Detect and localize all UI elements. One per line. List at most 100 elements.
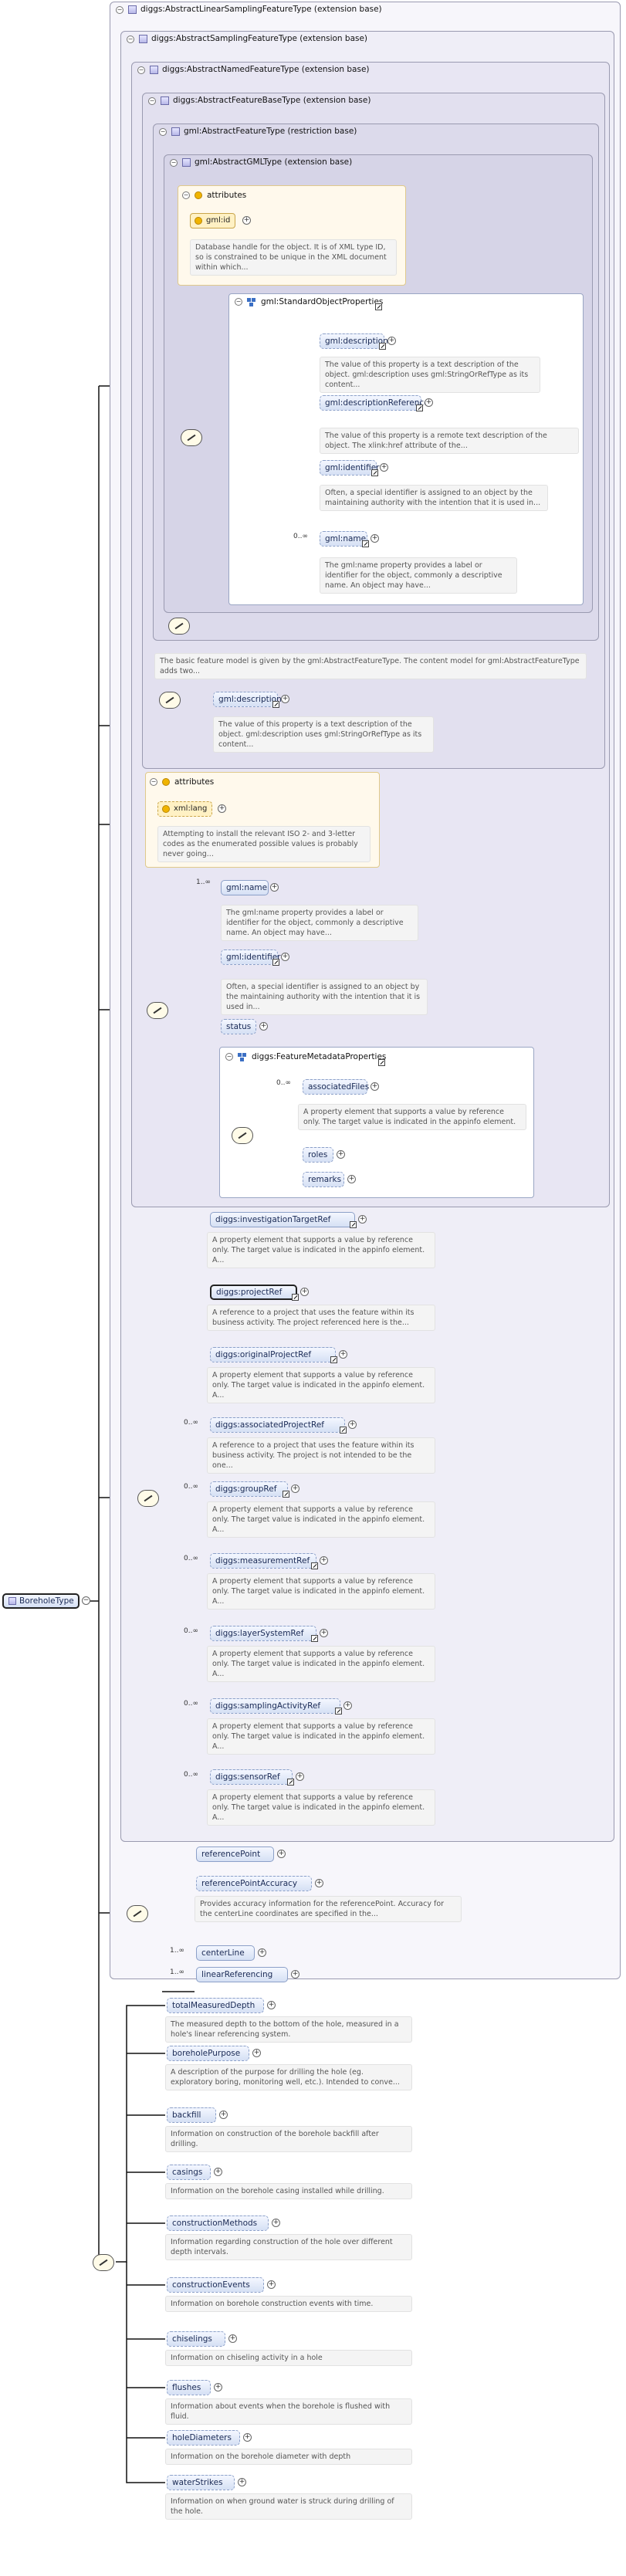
expand-icon[interactable]: + [371, 534, 379, 543]
reference-link-icon [379, 343, 386, 350]
attribute-label: gml:id [206, 216, 231, 225]
element-hole-diameters[interactable]: holeDiameters [167, 2430, 240, 2446]
element-group-ref[interactable]: diggs:groupRef [210, 1481, 288, 1497]
element-water-strikes[interactable]: waterStrikes [167, 2475, 235, 2490]
element-reference-point[interactable]: referencePoint [196, 1847, 274, 1862]
expand-icon[interactable]: + [258, 1948, 266, 1957]
element-total-measured-depth[interactable]: totalMeasuredDepth [167, 1998, 264, 2013]
expand-icon[interactable]: + [320, 1556, 328, 1565]
expand-icon[interactable]: + [242, 216, 251, 225]
attribute-gml-id[interactable]: gml:id [190, 213, 236, 228]
element-backfill[interactable]: backfill [167, 2107, 216, 2123]
element-status[interactable]: status [221, 1019, 256, 1034]
element-gml-description-reference[interactable]: gml:descriptionReference [320, 395, 429, 411]
sequence-compositor-icon[interactable] [137, 1490, 159, 1507]
sequence-compositor-icon[interactable] [147, 1002, 168, 1019]
expand-icon[interactable]: + [343, 1701, 352, 1710]
cardinality: 0..∞ [184, 1700, 198, 1708]
expand-icon[interactable]: + [259, 1022, 268, 1031]
expand-icon[interactable]: + [320, 1629, 328, 1637]
element-borehole-purpose[interactable]: boreholePurpose [167, 2046, 249, 2061]
element-measurement-ref[interactable]: diggs:measurementRef [210, 1553, 316, 1569]
collapse-icon[interactable]: − [170, 159, 178, 167]
sequence-compositor-icon[interactable] [168, 618, 190, 635]
element-project-ref[interactable]: diggs:projectRef [210, 1285, 297, 1300]
sequence-compositor-icon[interactable] [127, 1905, 148, 1922]
attribute-xml-lang[interactable]: xml:lang [157, 801, 213, 817]
root-element[interactable]: BoreholeType [2, 1593, 80, 1609]
element-gml-identifier[interactable]: gml:identifier [221, 949, 280, 965]
expand-icon[interactable]: + [228, 2334, 237, 2343]
reference-link-icon [287, 1779, 294, 1786]
expand-icon[interactable]: + [291, 1484, 299, 1493]
expand-icon[interactable]: + [252, 2049, 261, 2057]
reference-link-icon [416, 405, 423, 411]
element-sampling-activity-ref[interactable]: diggs:samplingActivityRef [210, 1698, 340, 1714]
expand-icon[interactable]: + [218, 804, 226, 813]
expand-icon[interactable]: + [348, 1420, 357, 1429]
expand-icon[interactable]: + [281, 695, 289, 703]
expand-icon[interactable]: + [267, 2001, 276, 2009]
expand-icon[interactable]: + [347, 1175, 356, 1183]
expand-icon[interactable]: + [425, 398, 433, 407]
sequence-compositor-icon[interactable] [159, 692, 181, 709]
collapse-icon[interactable]: − [182, 191, 190, 199]
expand-icon[interactable]: + [272, 2219, 280, 2227]
expand-icon[interactable]: + [214, 2383, 222, 2392]
expand-icon[interactable]: + [337, 1150, 345, 1159]
collapse-icon[interactable]: − [235, 298, 242, 306]
sequence-compositor-icon[interactable] [232, 1127, 253, 1144]
element-gml-name[interactable]: gml:name [320, 531, 367, 547]
collapse-icon[interactable]: − [127, 36, 134, 43]
element-associated-files[interactable]: associatedFiles [303, 1079, 369, 1095]
collapse-icon[interactable]: − [137, 66, 145, 74]
expand-icon[interactable]: − [82, 1596, 90, 1605]
collapse-icon[interactable]: − [225, 1053, 233, 1061]
element-casings[interactable]: casings [167, 2165, 211, 2180]
expand-icon[interactable]: + [219, 2111, 228, 2119]
element-associated-project-ref[interactable]: diggs:associatedProjectRef [210, 1417, 345, 1433]
expand-icon[interactable]: + [387, 337, 396, 345]
element-gml-description[interactable]: gml:description [213, 692, 282, 707]
expand-icon[interactable]: + [267, 2280, 276, 2289]
element-construction-methods[interactable]: constructionMethods [167, 2215, 269, 2231]
sequence-compositor-icon[interactable] [93, 2254, 114, 2271]
element-sensor-ref[interactable]: diggs:sensorRef [210, 1769, 293, 1785]
expand-icon[interactable]: + [296, 1772, 304, 1781]
expand-icon[interactable]: + [270, 883, 279, 892]
element-center-line[interactable]: centerLine [196, 1945, 255, 1961]
expand-icon[interactable]: + [243, 2433, 252, 2442]
expand-icon[interactable]: + [291, 1970, 299, 1979]
element-remarks[interactable]: remarks [303, 1172, 344, 1187]
expand-icon[interactable]: + [358, 1215, 367, 1224]
element-construction-events[interactable]: constructionEvents [167, 2277, 264, 2293]
element-linear-referencing[interactable]: linearReferencing [196, 1967, 288, 1982]
expand-icon[interactable]: + [214, 2168, 222, 2176]
element-gml-name[interactable]: gml:name [221, 880, 269, 895]
element-gml-description[interactable]: gml:description [320, 333, 388, 349]
expand-icon[interactable]: + [380, 463, 388, 472]
element-flushes[interactable]: flushes [167, 2380, 211, 2395]
collapse-icon[interactable]: − [150, 778, 157, 786]
element-gml-identifier[interactable]: gml:identifier [320, 460, 379, 476]
attribute-icon [195, 191, 202, 199]
expand-icon[interactable]: + [281, 953, 289, 961]
element-roles[interactable]: roles [303, 1147, 333, 1163]
sequence-compositor-icon[interactable] [181, 429, 202, 446]
collapse-icon[interactable]: − [148, 97, 156, 105]
reference-link-icon [311, 1635, 318, 1642]
expand-icon[interactable]: + [238, 2478, 246, 2486]
collapse-icon[interactable]: − [159, 128, 167, 136]
element-doc: A property element that supports a value… [207, 1646, 435, 1682]
expand-icon[interactable]: + [339, 1350, 347, 1359]
element-layer-system-ref[interactable]: diggs:layerSystemRef [210, 1626, 316, 1641]
collapse-icon[interactable]: − [116, 6, 124, 14]
expand-icon[interactable]: + [277, 1850, 286, 1858]
expand-icon[interactable]: + [371, 1082, 379, 1091]
element-reference-point-accuracy[interactable]: referencePointAccuracy [196, 1876, 312, 1891]
element-original-project-ref[interactable]: diggs:originalProjectRef [210, 1347, 336, 1362]
expand-icon[interactable]: + [315, 1879, 323, 1887]
element-investigation-target-ref[interactable]: diggs:investigationTargetRef [210, 1212, 355, 1227]
element-chiselings[interactable]: chiselings [167, 2331, 225, 2347]
expand-icon[interactable]: + [300, 1288, 309, 1296]
